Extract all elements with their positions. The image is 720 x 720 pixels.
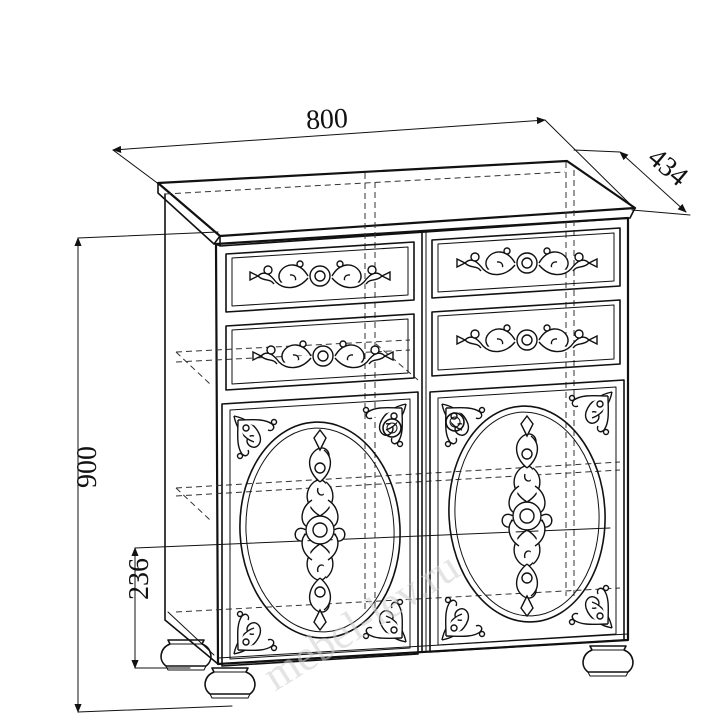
drawer-bottom-right xyxy=(431,299,621,377)
damask-ornament-icon xyxy=(252,340,394,369)
bun-foot-icon xyxy=(204,667,256,699)
corner-flourish-icon xyxy=(568,391,613,436)
drawer-top-right xyxy=(431,227,621,299)
corner-flourish-icon xyxy=(233,610,278,655)
bun-foot-icon xyxy=(582,645,634,677)
corner-flourish-icon xyxy=(362,403,407,448)
depth-dimension: 434 xyxy=(642,142,694,193)
watermark: mebel-lev.ru xyxy=(254,542,467,701)
plinth-dimension: 236 xyxy=(124,558,155,600)
door-left xyxy=(221,391,419,667)
door-knob-icon xyxy=(382,418,402,438)
damask-ornament-icon xyxy=(456,247,598,276)
height-dimension: 900 xyxy=(72,446,103,488)
damask-ornament-icon xyxy=(456,324,598,353)
dimension-lines xyxy=(74,116,691,713)
damask-ornament-icon xyxy=(294,429,346,631)
drawer-top-left xyxy=(225,241,415,313)
drawer-bottom-left xyxy=(225,313,415,391)
width-dimension: 800 xyxy=(305,103,349,136)
door-knob-icon xyxy=(445,412,465,432)
damask-ornament-icon xyxy=(249,260,391,289)
door-right xyxy=(429,379,625,653)
corner-flourish-icon xyxy=(441,596,486,641)
damask-ornament-icon xyxy=(501,415,553,617)
bun-foot-icon xyxy=(160,639,212,671)
